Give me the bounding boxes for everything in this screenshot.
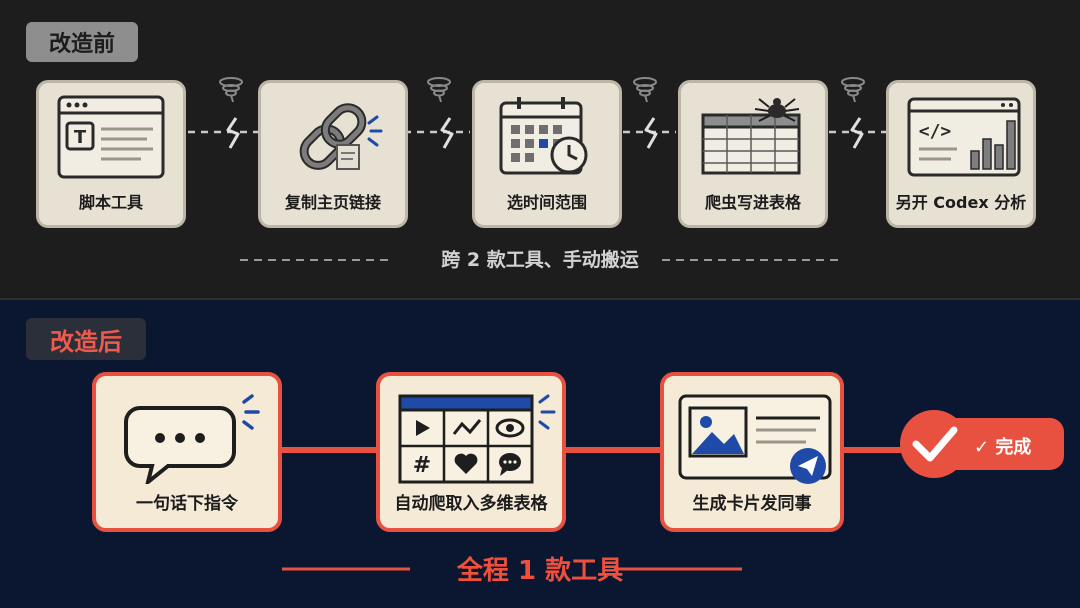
after-step-send-card: 生成卡片发同事 bbox=[660, 372, 844, 532]
before-step-crawl-table: 爬虫写进表格 bbox=[678, 80, 828, 228]
card-send-icon bbox=[678, 394, 832, 484]
trend-icon bbox=[452, 419, 482, 435]
step-label: 脚本工具 bbox=[78, 193, 143, 212]
swirl-icons bbox=[219, 77, 865, 103]
script-window-icon: T bbox=[57, 95, 165, 179]
step-label: 另开 Codex 分析 bbox=[895, 193, 1027, 212]
step-label: 自动爬取入多维表格 bbox=[394, 494, 548, 514]
hashtag-icon: # bbox=[413, 453, 431, 478]
section-divider bbox=[0, 298, 1080, 300]
multi-table-icon: # bbox=[398, 394, 556, 484]
step-label: 复制主页链接 bbox=[284, 193, 381, 212]
done-label: ✓ 完成 bbox=[974, 437, 1032, 458]
image-icon bbox=[692, 432, 744, 454]
before-step-time-range: 选时间范围 bbox=[472, 80, 622, 228]
done-badge bbox=[900, 410, 1064, 478]
step-label: 爬虫写进表格 bbox=[704, 193, 801, 212]
comment-icon bbox=[499, 453, 521, 476]
play-icon bbox=[416, 420, 430, 436]
step-label: 选时间范围 bbox=[506, 193, 587, 212]
step-label: 生成卡片发同事 bbox=[692, 494, 812, 514]
before-step-copy-link: 复制主页链接 bbox=[258, 80, 408, 228]
before-step-script-tool: T 脚本工具 bbox=[36, 80, 186, 228]
before-step-codex-analysis: </> 另开 Codex 分析 bbox=[886, 80, 1036, 228]
spider-table-icon bbox=[701, 98, 801, 175]
code-chart-icon: </> bbox=[907, 97, 1021, 177]
check-icon bbox=[912, 426, 958, 462]
before-tag: 改造前 bbox=[26, 22, 138, 62]
after-caption: 全程 1 款工具 bbox=[456, 556, 624, 586]
svg-text:T: T bbox=[74, 127, 87, 148]
heart-icon bbox=[454, 453, 478, 474]
eye-icon bbox=[495, 418, 525, 438]
after-step-auto-crawl: # 自动爬取入多维表格 bbox=[376, 372, 566, 532]
before-connectors bbox=[188, 77, 886, 261]
chain-link-icon bbox=[299, 103, 383, 170]
svg-text:</>: </> bbox=[919, 121, 952, 142]
before-caption: 跨 2 款工具、手动搬运 bbox=[441, 249, 639, 271]
chat-bubble-icon bbox=[124, 394, 260, 484]
after-step-command: 一句话下指令 bbox=[92, 372, 282, 532]
step-label: 一句话下指令 bbox=[136, 494, 238, 514]
send-icon bbox=[798, 456, 818, 476]
after-tag: 改造后 bbox=[26, 318, 146, 360]
calendar-clock-icon bbox=[499, 97, 588, 175]
